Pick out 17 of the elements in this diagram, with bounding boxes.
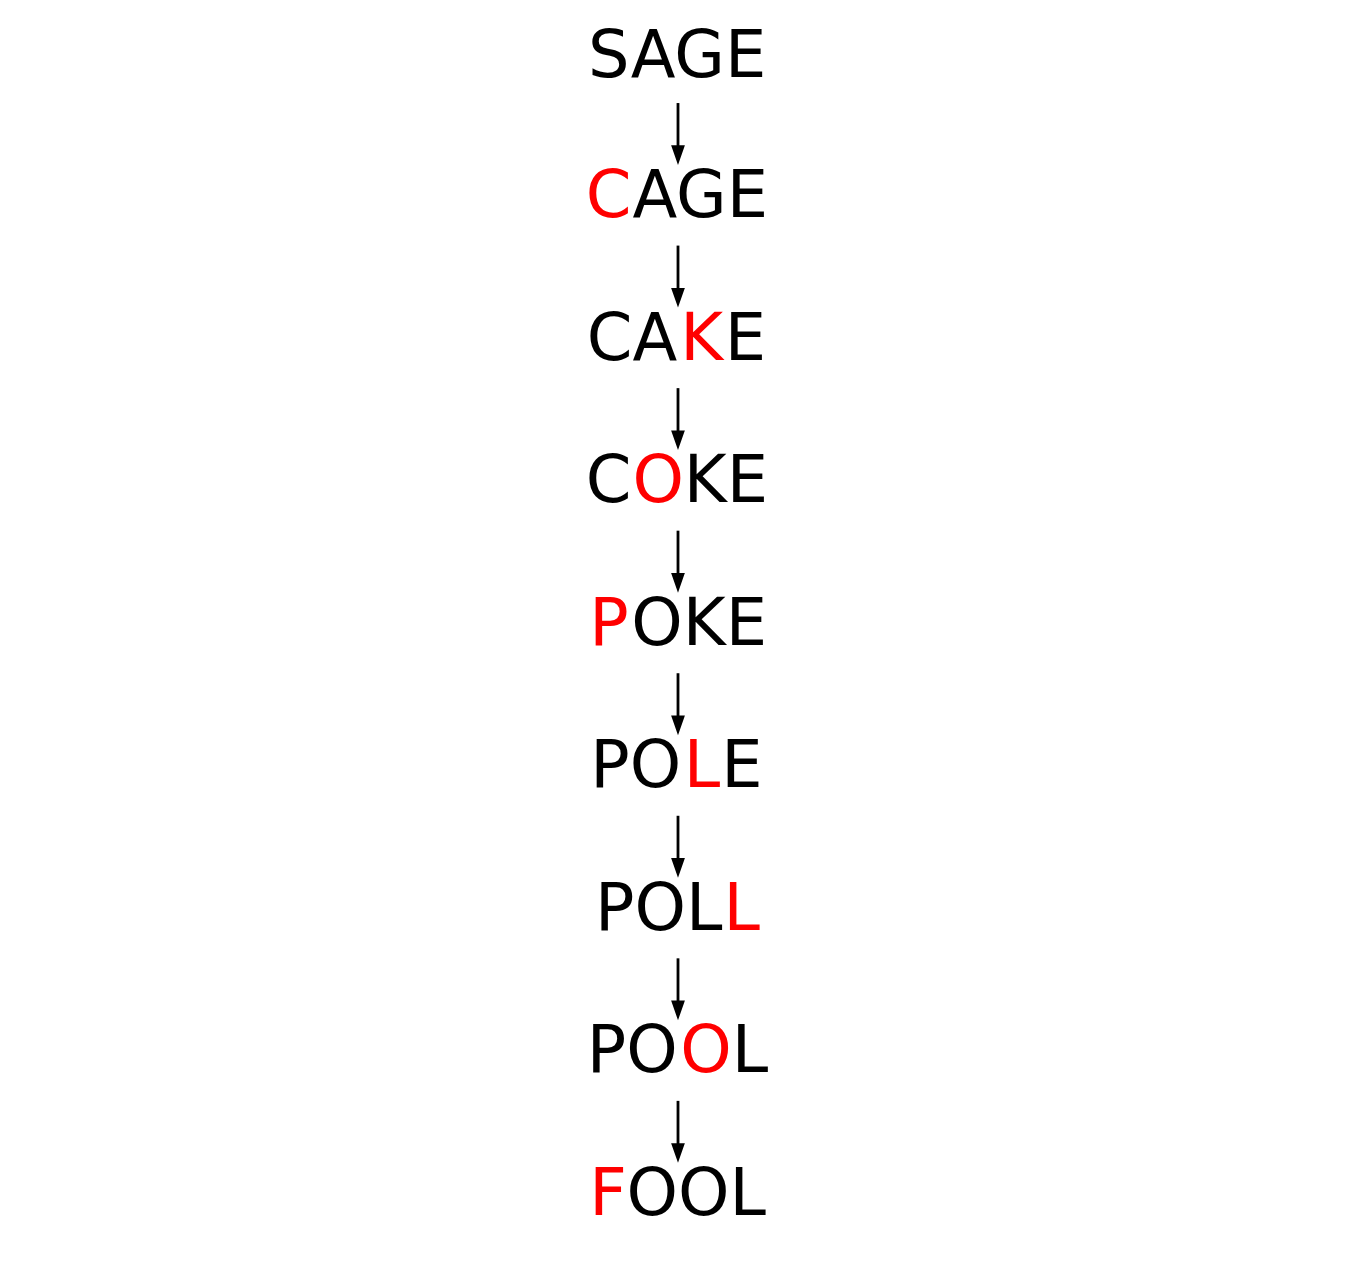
node-text: COKE xyxy=(585,441,769,518)
node-text: POOL xyxy=(586,1011,769,1088)
node-text: POLE xyxy=(590,726,763,803)
arrow xyxy=(671,245,685,308)
node-text: POLL xyxy=(595,868,761,945)
arrow xyxy=(671,1100,685,1163)
node-text: POKE xyxy=(589,583,767,660)
arrow xyxy=(671,103,685,165)
arrow xyxy=(671,388,685,451)
arrow xyxy=(671,530,685,593)
arrow xyxy=(671,815,685,878)
node-text: CAKE xyxy=(586,298,767,375)
node-text: CAGE xyxy=(585,156,769,233)
arrow xyxy=(671,673,685,736)
arrow xyxy=(671,958,685,1021)
node-text: FOOL xyxy=(589,1153,767,1230)
node-text: SAGE xyxy=(588,15,767,92)
